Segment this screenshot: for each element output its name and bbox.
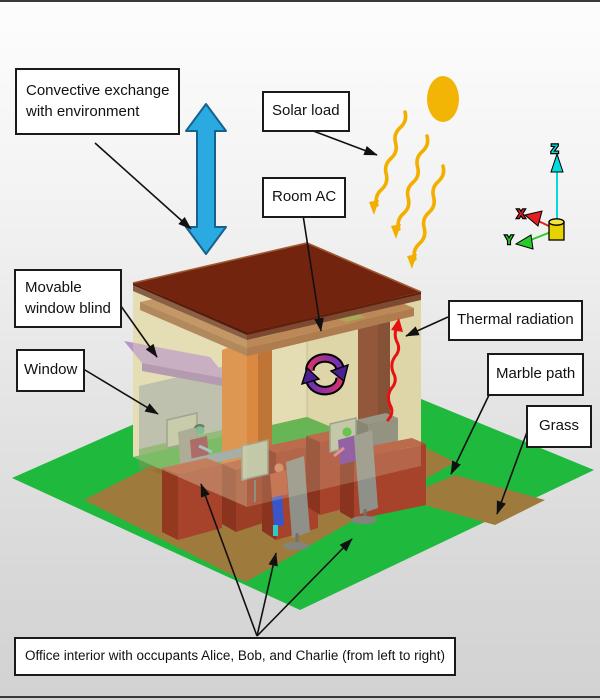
label-text: Grass — [539, 417, 580, 434]
callout-arrows — [79, 128, 528, 637]
label-text: Window — [24, 361, 78, 378]
arrow-solar — [307, 128, 378, 156]
bottom-frame-line — [0, 696, 600, 698]
arrow-thermal — [405, 316, 449, 337]
label-text: Office interior with occupants Alice, Bo… — [25, 648, 445, 663]
label-convective-exchange: Convective exchange with environment — [15, 68, 181, 136]
arrow-grass — [496, 431, 528, 515]
occupant-charlie-body — [338, 435, 358, 465]
arrow-office-charlie — [256, 538, 353, 637]
label-office-interior: Office interior with occupants Alice, Bo… — [14, 637, 456, 676]
label-solar-load: Solar load — [262, 91, 350, 132]
occupant-alice-head — [195, 425, 205, 435]
arrow-office-bob — [256, 552, 278, 637]
axes-triad-icon: Z X Y — [504, 141, 565, 250]
chair-charlie — [354, 430, 378, 514]
office-building — [124, 242, 426, 550]
roof-slab — [132, 242, 422, 340]
z-axis-label: Z — [551, 142, 558, 156]
label-text: Marble path — [496, 365, 576, 382]
monitor-bob — [241, 439, 269, 481]
label-text: Movable — [25, 279, 82, 296]
occupant-charlie-head — [342, 427, 352, 437]
arrow-room-ac — [302, 214, 324, 332]
chair-bob — [286, 456, 310, 538]
y-axis-label: Y — [505, 233, 513, 247]
label-thermal-radiation: Thermal radiation — [448, 300, 583, 341]
arrow-window — [79, 366, 159, 415]
arrow-office-alice — [200, 483, 258, 637]
convective-double-arrow-icon — [185, 103, 227, 255]
front-right-wall-transparent — [247, 294, 421, 507]
label-grass: Grass — [526, 405, 593, 448]
x-axis-label: X — [517, 207, 525, 221]
arrow-convective — [94, 142, 192, 230]
marble-path-arm — [400, 475, 545, 525]
workstation-alice — [162, 412, 266, 540]
ceiling-vent — [338, 314, 366, 322]
label-movable-blind: Movable window blind — [14, 269, 122, 329]
ac-circulation-icon — [300, 353, 349, 396]
label-text: with environment — [26, 102, 140, 120]
thermal-radiation-wave-icon — [386, 318, 403, 422]
occupant-bob-head — [274, 463, 284, 473]
sun-icon — [427, 76, 459, 122]
top-frame-line — [0, 0, 600, 2]
arrow-marble — [450, 392, 491, 475]
label-window: Window — [16, 349, 86, 392]
solar-radiation-arrows — [367, 110, 446, 271]
label-marble-path: Marble path — [487, 353, 585, 396]
occupant-bob-body — [270, 470, 288, 498]
label-text: Thermal radiation — [457, 311, 574, 328]
label-text: Room AC — [272, 188, 337, 205]
label-text: Convective exchange — [26, 82, 170, 99]
front-left-wall-transparent — [133, 285, 247, 507]
label-room-ac: Room AC — [262, 177, 347, 218]
workstation-charlie — [329, 308, 426, 524]
desk-alice-front — [178, 464, 222, 540]
arrow-blind — [115, 298, 158, 358]
label-text: window blind — [25, 299, 111, 317]
label-text: Solar load — [272, 102, 340, 119]
